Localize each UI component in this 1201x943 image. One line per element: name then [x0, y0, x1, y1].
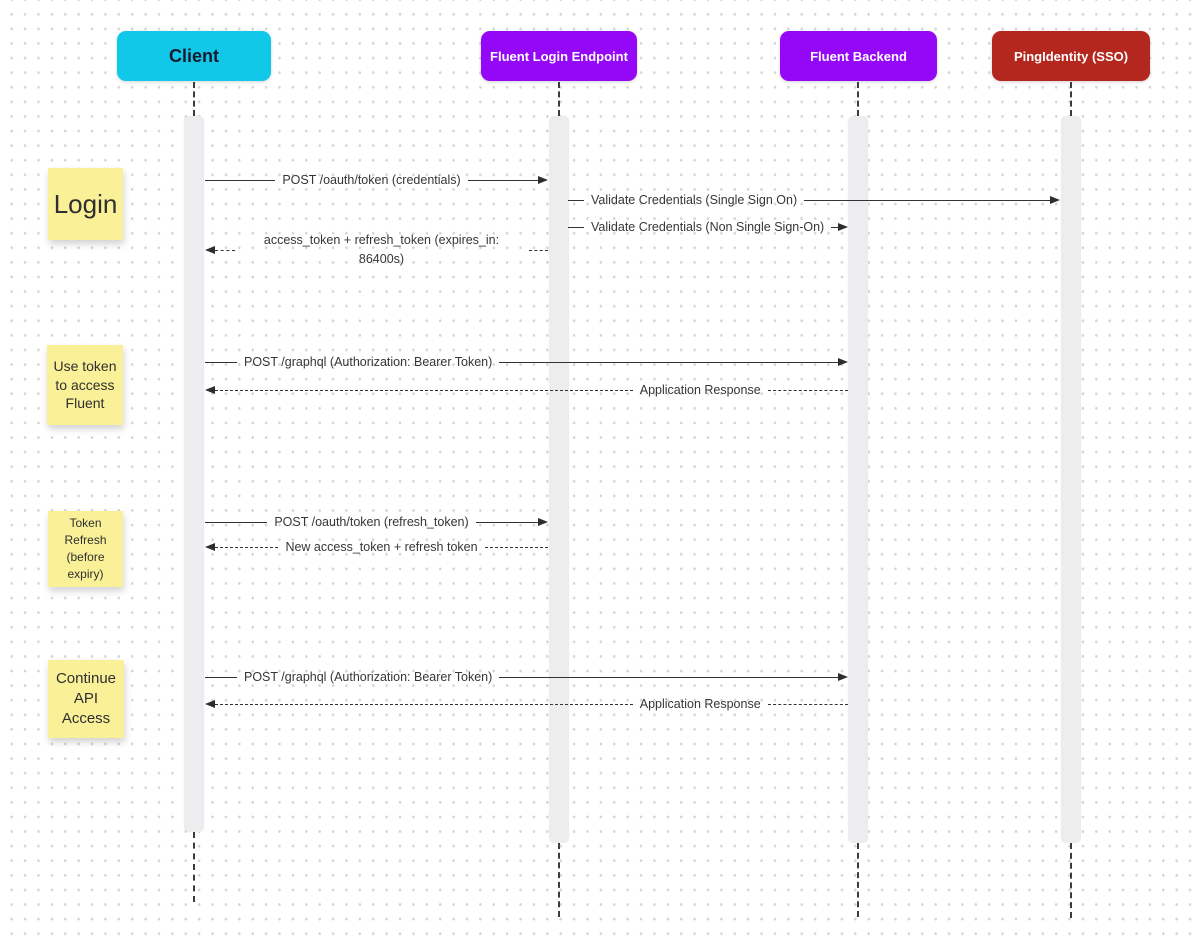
- message-new-access-token[interactable]: New access_token + refresh token: [205, 532, 548, 562]
- lifeline-backend-top-dash: [857, 82, 859, 116]
- arrow-line: [205, 521, 268, 523]
- message-post-oauth-token-credentials[interactable]: POST /oauth/token (credentials): [205, 165, 548, 195]
- sticky-note-use-token-label: Use token to access Fluent: [53, 358, 117, 412]
- arrow-line: [475, 521, 539, 523]
- lifeline-backend-bottom-dash: [857, 843, 859, 917]
- arrow-line: [767, 389, 848, 391]
- message-post-graphql-bearer-token-1[interactable]: POST /graphql (Authorization: Bearer Tok…: [205, 347, 848, 377]
- arrow-line: [205, 179, 276, 181]
- message-application-response-1[interactable]: Application Response: [205, 375, 848, 405]
- lifeline-ping-top-dash: [1070, 82, 1072, 116]
- message-label: POST /oauth/token (credentials): [282, 173, 461, 187]
- arrow-line: [568, 226, 584, 228]
- message-validate-credentials-non-sso[interactable]: Validate Credentials (Non Single Sign-On…: [568, 212, 848, 242]
- message-label: access_token + refresh_token (expires_in…: [263, 232, 500, 266]
- actor-fluent-backend[interactable]: Fluent Backend: [780, 31, 937, 81]
- actor-fluent-backend-label: Fluent Backend: [810, 48, 907, 64]
- arrow-line: [831, 226, 838, 228]
- message-label: Validate Credentials (Non Single Sign-On…: [591, 220, 825, 234]
- arrow-line: [499, 361, 838, 363]
- arrow-line: [804, 199, 1050, 201]
- arrowhead-right-icon: [1050, 196, 1060, 204]
- arrowhead-right-icon: [538, 518, 549, 526]
- arrowhead-right-icon: [838, 358, 848, 366]
- actor-pingidentity-sso-label: PingIdentity (SSO): [1013, 48, 1129, 64]
- arrowhead-right-icon: [838, 673, 848, 681]
- arrow-line: [215, 249, 235, 251]
- arrow-line: [499, 676, 838, 678]
- message-post-oauth-token-refresh-token[interactable]: POST /oauth/token (refresh_token): [205, 507, 549, 537]
- arrow-line: [484, 546, 548, 548]
- sticky-note-continue-api-access[interactable]: Continue API Access: [48, 660, 124, 738]
- lifeline-login-activation[interactable]: [549, 116, 569, 843]
- lifeline-login-bottom-dash: [558, 843, 560, 917]
- lifeline-client-activation[interactable]: [184, 116, 204, 832]
- sticky-note-login-label: Login: [53, 188, 118, 219]
- arrowhead-left-icon: [205, 700, 215, 708]
- message-application-response-2[interactable]: Application Response: [205, 689, 848, 719]
- arrow-line: [205, 676, 237, 678]
- sticky-note-login[interactable]: Login: [48, 168, 123, 240]
- arrow-line: [568, 199, 584, 201]
- sticky-note-continue-api-access-label: Continue API Access: [55, 669, 117, 728]
- sticky-note-token-refresh[interactable]: Token Refresh (before expiry): [48, 511, 123, 587]
- lifeline-client-bottom-dash: [193, 832, 195, 902]
- arrow-line: [205, 361, 237, 363]
- lifeline-backend-activation[interactable]: [848, 116, 868, 843]
- message-validate-credentials-sso[interactable]: Validate Credentials (Single Sign On): [568, 185, 1060, 215]
- actor-client[interactable]: Client: [117, 31, 271, 81]
- message-label: POST /graphql (Authorization: Bearer Tok…: [244, 670, 493, 684]
- arrow-line: [215, 389, 633, 391]
- arrow-line: [215, 703, 633, 705]
- arrowhead-left-icon: [205, 543, 215, 551]
- message-label: New access_token + refresh token: [285, 540, 478, 554]
- actor-client-label: Client: [168, 45, 219, 66]
- arrow-line: [528, 249, 548, 251]
- actor-fluent-login-endpoint[interactable]: Fluent Login Endpoint: [481, 31, 637, 81]
- message-post-graphql-bearer-token-2[interactable]: POST /graphql (Authorization: Bearer Tok…: [205, 662, 848, 692]
- actor-fluent-login-endpoint-label: Fluent Login Endpoint: [490, 48, 628, 64]
- arrowhead-right-icon: [838, 223, 848, 231]
- arrowhead-left-icon: [205, 246, 215, 254]
- message-label: Application Response: [639, 383, 761, 397]
- message-access-token-refresh-token[interactable]: access_token + refresh_token (expires_in…: [205, 227, 548, 273]
- message-label: Validate Credentials (Single Sign On): [591, 193, 798, 207]
- arrow-line: [467, 179, 538, 181]
- lifeline-ping-bottom-dash: [1070, 843, 1072, 918]
- lifeline-login-top-dash: [558, 82, 560, 116]
- message-label: POST /oauth/token (refresh_token): [274, 515, 469, 529]
- actor-pingidentity-sso[interactable]: PingIdentity (SSO): [992, 31, 1150, 81]
- arrowhead-left-icon: [205, 386, 215, 394]
- lifeline-ping-activation[interactable]: [1061, 116, 1081, 843]
- sticky-note-token-refresh-label: Token Refresh (before expiry): [64, 516, 107, 581]
- arrowhead-right-icon: [538, 176, 548, 184]
- lifeline-client-top-dash: [193, 82, 195, 116]
- arrow-line: [215, 546, 279, 548]
- message-label: POST /graphql (Authorization: Bearer Tok…: [244, 355, 493, 369]
- sticky-note-use-token[interactable]: Use token to access Fluent: [47, 345, 123, 425]
- arrow-line: [767, 703, 848, 705]
- message-label: Application Response: [639, 697, 761, 711]
